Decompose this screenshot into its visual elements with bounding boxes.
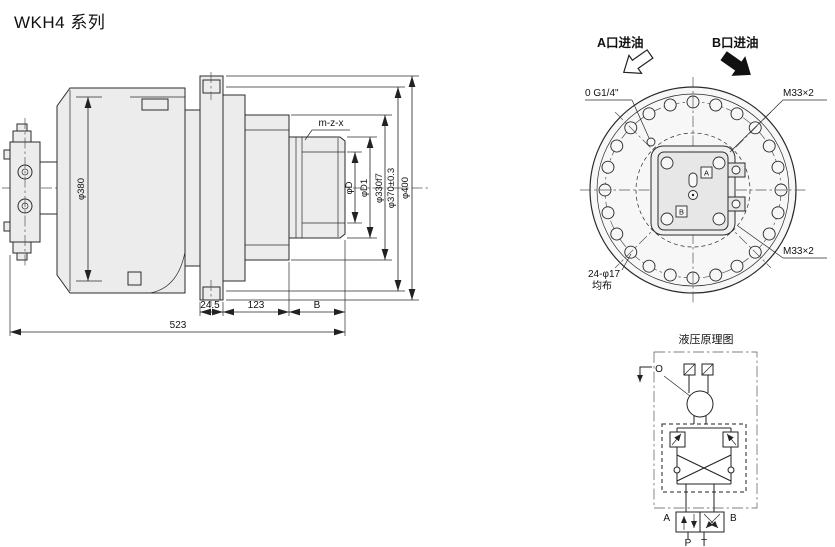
schematic-port-a: A [663, 513, 670, 524]
check-valve-right [727, 466, 735, 474]
block-bolt [712, 156, 726, 170]
port-b-marker [675, 205, 688, 218]
flange-bolt-top [202, 79, 221, 94]
schematic-border [653, 351, 758, 509]
thread-bottom-label: M33×2 [783, 246, 814, 257]
diameter-dimensions: φD φD1 φ330f7 φ370±0.3 φ400 [226, 75, 419, 301]
dim-phi370: φ370±0.3 [386, 168, 397, 208]
front-view: A B A口进油 B口进油 0 G1/4" M33×2 [580, 35, 827, 303]
dim-phi380: φ380 [76, 178, 87, 200]
valve-cap-top [12, 130, 32, 143]
port-b-flow-arrow [720, 51, 751, 76]
valve-cap-top-small [16, 123, 28, 132]
port-a-flow-arrow [622, 49, 654, 75]
drain-label: O [655, 364, 663, 375]
dim-phiD: φD [344, 181, 355, 194]
front-diagonal-1 [614, 111, 772, 269]
motor-symbol [686, 390, 714, 418]
dim-523: 523 [170, 320, 187, 331]
spline-label: m-z-x [319, 118, 344, 129]
block-port-b-label: B [679, 208, 684, 217]
bearing-cylinder [244, 114, 290, 261]
front-diagonal-2 [614, 111, 772, 269]
schematic-port-p: P [685, 538, 692, 547]
schematic-title: 液压原理图 [679, 332, 734, 346]
port-b-inlet-label: B口进油 [712, 35, 759, 50]
dim-phi400: φ400 [400, 177, 411, 199]
thread-top-label: M33×2 [783, 88, 814, 99]
dim-123: 123 [248, 300, 265, 311]
port-a-inlet-label: A口进油 [597, 35, 644, 50]
block-bolt [660, 156, 674, 170]
dim-phi330f7: φ330f7 [374, 173, 385, 203]
block-port-a-label: A [704, 169, 709, 178]
block-slot [688, 172, 698, 188]
check-valve-left [673, 466, 681, 474]
housing-top-boss [141, 98, 169, 111]
block-bolt [660, 212, 674, 226]
output-shaft [288, 136, 346, 239]
counterbalance-valve [3, 118, 57, 266]
valve-nub-bottom [3, 221, 11, 232]
bolt-holes-label: 24-φ17 [588, 269, 620, 280]
dim-phiD1: φD1 [359, 179, 370, 197]
length-dimensions: 24.5 123 B 523 [9, 240, 346, 336]
valve-cap-bottom-small [16, 252, 28, 261]
gauge-port [646, 137, 656, 147]
valve-block-boundary [661, 423, 747, 493]
front-view-labels: A口进油 B口进油 0 G1/4" M33×2 M33×2 24-φ17 均布 [585, 35, 827, 292]
side-view: φ380 m-z-x [2, 72, 428, 336]
bolt-holes-note: 均布 [592, 280, 612, 292]
flange-disc [222, 94, 246, 282]
schematic-port-b: B [730, 513, 737, 524]
output-section: m-z-x [199, 72, 350, 306]
port-a-marker [700, 166, 713, 179]
block-bolt [712, 212, 726, 226]
gauge-port-label: 0 G1/4" [585, 88, 619, 99]
flange-bolt-bottom [202, 286, 221, 301]
dim-24-5: 24.5 [200, 300, 220, 311]
housing-neck [184, 109, 201, 267]
dim-B: B [314, 300, 321, 311]
mounting-flange [199, 75, 224, 301]
hydraulic-schematic: 液压原理图 O [637, 332, 758, 547]
valve-cap-bottom [12, 241, 32, 254]
central-valve-block: A B [650, 145, 746, 236]
housing-drain-plug [127, 271, 142, 286]
valve-nub-top [3, 149, 11, 160]
schematic-port-t: T [701, 538, 707, 547]
drain-line [637, 366, 652, 382]
page-title: WKH4 系列 [14, 13, 106, 32]
motor-housing: φ380 [56, 87, 201, 294]
